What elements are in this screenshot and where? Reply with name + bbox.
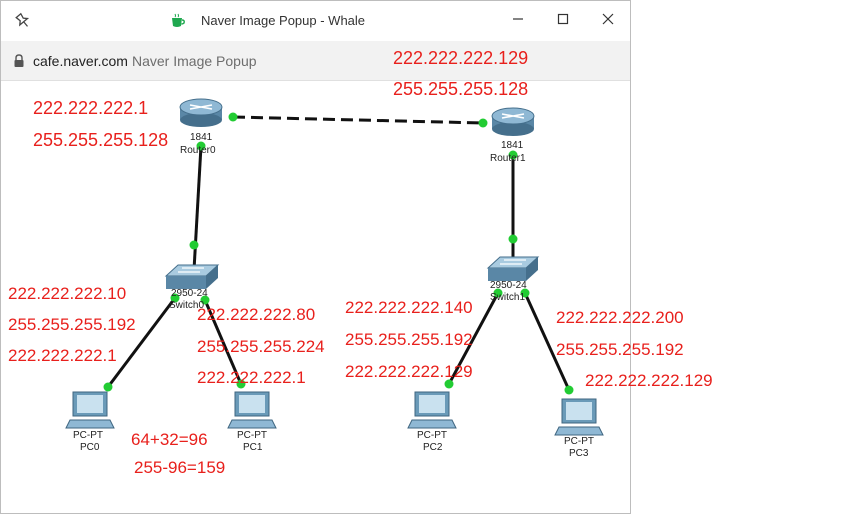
router0-mask-annotation: 255.255.255.128: [33, 130, 169, 150]
router1-mask-annotation: 255.255.255.128: [393, 79, 529, 99]
pc0-mask-annotation: 255.255.255.192: [8, 315, 136, 334]
pc0-gateway-annotation: 222.222.222.1: [8, 346, 117, 365]
title-bar: Naver Image Popup - Whale: [1, 1, 630, 41]
pc3-model-label: PC-PT: [564, 436, 594, 447]
window-title: Naver Image Popup - Whale: [201, 13, 366, 28]
lock-icon: [14, 54, 24, 67]
pc2-name-label: PC2: [423, 442, 443, 453]
router1-model-label: 1841: [501, 140, 524, 151]
router0-ip-annotation: 222.222.222.1: [33, 98, 149, 118]
pc3-mask-annotation: 255.255.255.192: [556, 340, 684, 359]
pc1-ip-annotation: 222.222.222.80: [197, 305, 316, 324]
pc1-model-label: PC-PT: [237, 430, 267, 441]
minimize-icon: [513, 18, 523, 20]
maximize-icon: [557, 13, 569, 25]
pc0-ip-annotation: 222.222.222.10: [8, 284, 127, 303]
switch1-name-label: Switch1: [490, 292, 526, 303]
pc1-name-label: PC1: [243, 442, 263, 453]
router1-ip-annotation: 222.222.222.129: [393, 48, 529, 68]
pc0-model-label: PC-PT: [73, 430, 103, 441]
address-domain: cafe.naver.com: [33, 53, 128, 69]
router0-name-label: Router0: [180, 145, 216, 156]
address-bar[interactable]: cafe.naver.com Naver Image Popup: [1, 41, 630, 81]
pc0-name-label: PC0: [80, 442, 100, 453]
pc1-gateway-annotation: 222.222.222.1: [197, 368, 306, 387]
router1-name-label: Router1: [490, 153, 526, 164]
pc2-ip-annotation: 222.222.222.140: [345, 298, 473, 317]
maximize-button[interactable]: [548, 7, 578, 31]
pc3-name-label: PC3: [569, 448, 589, 459]
pc1-mask-annotation: 255.255.255.224: [197, 337, 325, 356]
close-icon: [602, 13, 614, 25]
minimize-button[interactable]: [503, 7, 533, 31]
pc3-ip-annotation: 222.222.222.200: [556, 308, 684, 327]
pin-icon[interactable]: [13, 11, 33, 31]
switch0-name-label: Switch0: [169, 300, 205, 311]
subnet-calc-1: 64+32=96: [131, 430, 208, 449]
address-page-title: Naver Image Popup: [132, 53, 257, 69]
pc3-gateway-annotation: 222.222.222.129: [585, 371, 713, 390]
close-button[interactable]: [593, 7, 623, 31]
whale-cup-icon: [172, 13, 185, 27]
pc2-gateway-annotation: 222.222.222.129: [345, 362, 473, 381]
pc2-mask-annotation: 255.255.255.192: [345, 330, 473, 349]
subnet-calc-2: 255-96=159: [134, 458, 226, 477]
router0-model-label: 1841: [190, 132, 213, 143]
switch1-model-label: 2950-24: [490, 280, 527, 291]
switch0-model-label: 2950-24: [171, 288, 208, 299]
pc2-model-label: PC-PT: [417, 430, 447, 441]
